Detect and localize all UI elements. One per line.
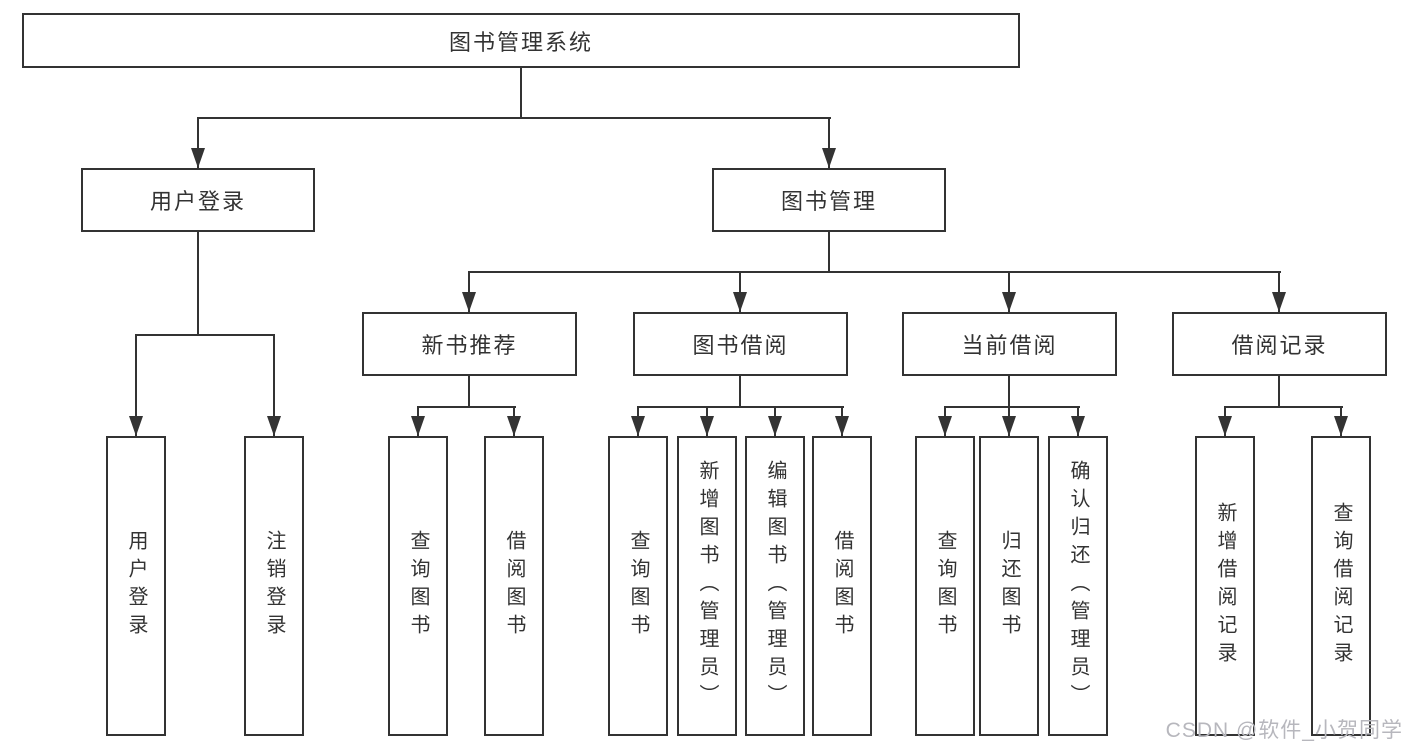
connector-current-hline [944, 406, 1080, 408]
arrow-down-leaf-8 [835, 416, 849, 436]
csdn-watermark: CSDN @软件_小贺同学 [1165, 719, 1403, 742]
connector-recommend-trunk [468, 374, 470, 408]
leaf-borrow-books-borrow: 借阅图书 [812, 436, 872, 736]
arrow-down-book-management [822, 148, 836, 168]
connector-records-hline [1224, 406, 1343, 408]
connector-records-trunk [1278, 374, 1280, 408]
arrow-down-leaf-11 [1071, 416, 1085, 436]
connector-level3-hline [468, 271, 1281, 273]
leaf-add-borrow-record: 新增借阅记录 [1195, 436, 1255, 736]
connector-to-leaf-logout [273, 334, 275, 436]
leaf-logout: 注销登录 [244, 436, 304, 736]
connector-borrow-trunk [739, 374, 741, 408]
connector-user-login-trunk [197, 230, 199, 336]
connector-book-management-trunk [828, 230, 830, 273]
leaf-query-borrow-record: 查询借阅记录 [1311, 436, 1371, 736]
node-user-login: 用户登录 [81, 168, 315, 232]
leaf-query-books-recommend: 查询图书 [388, 436, 448, 736]
arrow-down-leaf-logout [267, 416, 281, 436]
leaf-borrow-books-recommend: 借阅图书 [484, 436, 544, 736]
leaf-confirm-return-admin: 确认归还（管理员） [1048, 436, 1108, 736]
leaf-query-books-current: 查询图书 [915, 436, 975, 736]
node-new-book-recommend: 新书推荐 [362, 312, 577, 376]
leaf-add-book-admin: 新增图书（管理员） [677, 436, 737, 736]
arrow-down-leaf-13 [1334, 416, 1348, 436]
connector-borrow-hline [637, 406, 844, 408]
arrow-down-leaf-3 [411, 416, 425, 436]
arrow-down-current [1002, 292, 1016, 312]
node-borrow-records: 借阅记录 [1172, 312, 1387, 376]
arrow-down-borrow [733, 292, 747, 312]
node-root: 图书管理系统 [22, 13, 1020, 68]
arrow-down-leaf-12 [1218, 416, 1232, 436]
leaf-query-books-borrow: 查询图书 [608, 436, 668, 736]
leaf-return-book: 归还图书 [979, 436, 1039, 736]
connector-level2-hline [197, 117, 831, 119]
arrow-down-leaf-login [129, 416, 143, 436]
connector-to-leaf-login [135, 334, 137, 436]
arrow-down-leaf-10 [1002, 416, 1016, 436]
connector-to-records [1278, 271, 1280, 312]
arrow-down-recommend [462, 292, 476, 312]
node-current-borrow: 当前借阅 [902, 312, 1117, 376]
arrow-down-leaf-4 [507, 416, 521, 436]
connector-root-trunk [520, 66, 522, 118]
connector-to-user-login [197, 117, 199, 168]
arrow-down-leaf-7 [768, 416, 782, 436]
leaf-user-login: 用户登录 [106, 436, 166, 736]
arrow-down-leaf-9 [938, 416, 952, 436]
connector-to-borrow [739, 271, 741, 312]
arrow-down-leaf-6 [700, 416, 714, 436]
connector-to-recommend [468, 271, 470, 312]
connector-user-login-hline [135, 334, 275, 336]
node-book-borrow: 图书借阅 [633, 312, 848, 376]
connector-recommend-hline [417, 406, 516, 408]
connector-to-book-management [828, 117, 830, 168]
arrow-down-records [1272, 292, 1286, 312]
node-book-management: 图书管理 [712, 168, 946, 232]
arrow-down-leaf-5 [631, 416, 645, 436]
leaf-edit-book-admin: 编辑图书（管理员） [745, 436, 805, 736]
connector-current-trunk [1008, 374, 1010, 408]
arrow-down-user-login [191, 148, 205, 168]
connector-to-current [1008, 271, 1010, 312]
